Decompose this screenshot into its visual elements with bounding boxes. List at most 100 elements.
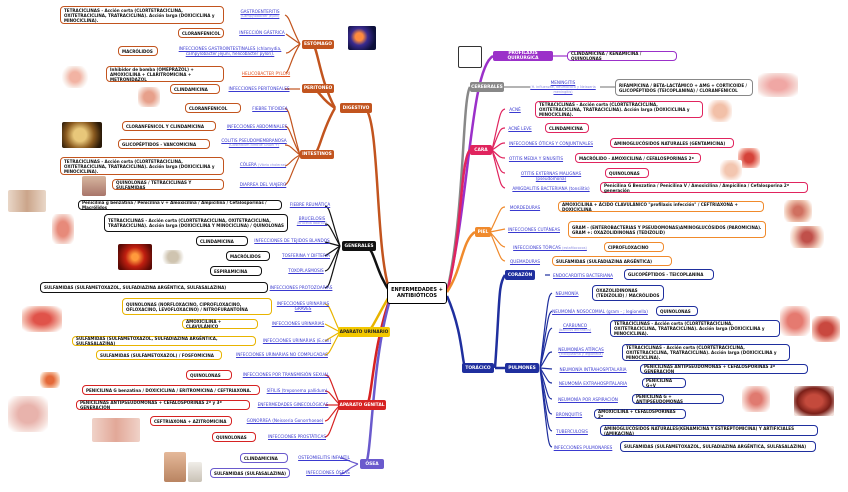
category-osea[interactable]: ÓSEA (360, 459, 384, 469)
category-cara[interactable]: CARA (470, 145, 492, 155)
disease-link[interactable]: INFECCIONES URINARIAS NO COMPLICADAS (236, 352, 328, 357)
category-toracico[interactable]: TORÁCICO (462, 363, 494, 373)
disease-link[interactable]: GASTROENTERITIS(Campylobacter jejuni) (230, 9, 290, 19)
disease-name[interactable]: INFECCIONES TÓPICAS (513, 245, 561, 250)
treatment-box[interactable]: QUINOLONAS / TETRACICLINAS Y SULFAMIDAS (112, 179, 224, 190)
disease-link[interactable]: BRUCELOSIS(Brucella abortus) (290, 216, 334, 226)
disease-link[interactable]: INFECCIONES ÓSEAS (306, 470, 350, 475)
treatment-box[interactable]: SULFAMIDAS (SULFAMETOXAZOL) / FOSFOMICIN… (96, 350, 222, 360)
treatment-box[interactable]: AMINOGLUCÓSIDOS NATURALES (GENTAMICINA) (610, 138, 734, 148)
disease-link[interactable]: INFECCIONES URINARIAS GRAVES (276, 301, 330, 311)
treatment-box[interactable]: TETRACICLINAS - Acción corta (CLORTETRAC… (60, 157, 224, 175)
disease-link[interactable]: TOXOPLASMOSIS (288, 268, 324, 273)
treatment-box[interactable]: SULFAMIDAS (SULFAMETOXAZOL, SULFADIAZINA… (72, 336, 256, 346)
disease-link[interactable]: NEUMONÍA POR ASPIRACIÓN (558, 397, 618, 402)
disease-link[interactable]: TUBERCULOSIS (556, 429, 588, 434)
treatment-box[interactable]: CLINDAMICINA (170, 84, 220, 94)
disease-link[interactable]: INFECCIONES DE TEJIDOS BLANDOS (254, 238, 330, 243)
disease-link[interactable]: NEUMONÍA INTRAHOSPITALARIA (559, 367, 627, 372)
treatment-box[interactable]: OXAZOLIDINONAS (TEDIZOLID) / MACRÓLIDOS (592, 285, 664, 301)
disease-link[interactable]: INFECCIONES URINARIAS (271, 321, 325, 326)
disease-link[interactable]: DIARREA DEL VIAJERO (239, 182, 287, 187)
treatment-box[interactable]: GRAM - (ENTEROBACTERIAS Y PSEUDOMONAS)AM… (568, 221, 766, 238)
disease-link[interactable]: SÍFILIS (treponema pallidum) (266, 388, 328, 393)
disease-name[interactable]: BRUCELOSIS (298, 216, 326, 221)
treatment-box[interactable]: QUINOLONAS (212, 432, 256, 442)
treatment-box[interactable]: SULFAMIDAS (SULFAMETOXAZOL, SULFADIAZINA… (620, 441, 816, 452)
treatment-box[interactable]: CEFTRIAXONA + AZITROMICINA (150, 416, 232, 426)
disease-link[interactable]: NEUMONÍA NOSOCOMIAL (gram - ; legionella… (552, 309, 648, 314)
treatment-box[interactable]: PENICILINA G benzatina / DOXICICLINA / E… (82, 385, 260, 395)
treatment-box[interactable]: Penicilina G Benzatina / Penicilina V / … (600, 182, 808, 193)
treatment-box[interactable]: GLICOPÉPTIDOS - TEICOPLANINA (624, 269, 714, 280)
treatment-box[interactable]: PENICILINAS ANTIPSEUDOMONAS + CEFALOSPOR… (640, 364, 808, 374)
disease-link[interactable]: OTITIS EXTERNAS MALIGNAS (pseudomona) (520, 171, 582, 181)
disease-link[interactable]: QUEMADURAS (509, 259, 541, 264)
treatment-box[interactable]: RIFAMPICINA / BETA-LACTÁMICO + AMG + COR… (615, 79, 753, 96)
treatment-box[interactable]: SULFAMIDAS (SULFASALAZINA) (210, 468, 290, 478)
disease-link[interactable]: INFECCIONES PROTOZOARIAS (269, 285, 333, 290)
disease-name[interactable]: GASTROENTERITIS (240, 9, 280, 14)
treatment-box[interactable]: PENICILINA G + ANTIPSEUDOMONAS (632, 394, 724, 404)
category-generales[interactable]: GENERALES (342, 241, 376, 251)
treatment-box[interactable]: GLICOPÉPTIDOS - VANCOMICINA (118, 139, 210, 149)
disease-name[interactable]: MENINGITIS (550, 80, 576, 85)
category-aparato-genital[interactable]: APARATO GENITAL (338, 400, 386, 410)
disease-link[interactable]: MORDEDURAS (509, 205, 541, 210)
category-peritoneo[interactable]: PERITONEO (302, 84, 334, 93)
treatment-box[interactable]: AMOXICILINA + ÁCIDO CLAVULÁNICO "profila… (558, 201, 764, 212)
disease-link[interactable]: INFECCIONES TÓPICAS (estafilococos) (505, 245, 595, 251)
disease-name[interactable]: CÓLERA (239, 162, 257, 167)
treatment-box[interactable]: SULFAMIDAS (SULFAMETOXAZOL, SULFADIAZINA… (40, 282, 268, 293)
category-profilaxis[interactable]: PROFILAXIS QUIRÚRGICA (493, 51, 553, 61)
treatment-box[interactable]: TETRACICLINAS - Acción corta (CLORTETRAC… (60, 6, 224, 24)
treatment-box[interactable]: CLINDAMICINA (196, 236, 248, 246)
disease-link[interactable]: ACNÉ LEVE (508, 126, 532, 131)
root-node[interactable]: ENFERMEDADES + ANTIBIÓTICOS (387, 282, 447, 304)
disease-link[interactable]: OSTEOMIELITIS INFANTIL (298, 455, 350, 460)
disease-link[interactable]: INFECCIONES ÓTICAS Y CONJUNTIVALES (509, 141, 593, 146)
disease-link[interactable]: AMIGDALITIS BACTERIANA (tonsilitis) (512, 186, 590, 191)
category-aparato-urinario[interactable]: APARATO URINARIO (338, 327, 390, 337)
treatment-box[interactable]: QUINOLONAS (186, 370, 232, 380)
treatment-box[interactable]: CIPROFLOXACINO (604, 242, 664, 252)
disease-link[interactable]: ENFERMEDADES GINECOLÓGICAS (257, 402, 329, 407)
disease-link[interactable]: NEUMONÍAS ATÍPICAS(Micoplasma y legionel… (552, 347, 610, 357)
disease-link[interactable]: MENINGITIS(H. influenzae, Neumococo y Ne… (530, 80, 596, 95)
disease-link[interactable]: INFECCIONES CUTÁNEAS (508, 227, 560, 232)
disease-link[interactable]: BRONQUITIS (555, 412, 583, 417)
treatment-box[interactable]: AMOXICILINA + CLAVULÁNICO (182, 319, 258, 329)
treatment-box[interactable]: TETRACICLINAS - Acción corta (CLORTETRAC… (104, 214, 288, 232)
disease-link[interactable]: INFECCIONES PERITONEALES (228, 86, 290, 91)
category-cerebrales[interactable]: CEREBRALES (470, 82, 504, 92)
disease-name[interactable]: CARBUNCO (563, 323, 587, 328)
treatment-box[interactable]: TETRACICLINAS - Acción corta (CLORTETRAC… (622, 344, 790, 361)
category-corazon[interactable]: CORAZÓN (505, 270, 535, 280)
disease-name[interactable]: NEUMONÍAS ATÍPICAS (558, 347, 604, 352)
treatment-box[interactable]: CLINDAMICINA (545, 123, 589, 133)
disease-link[interactable]: FIEBRE REUMÁTICA (289, 202, 331, 207)
category-intestinos[interactable]: INTESTINOS (300, 150, 334, 159)
disease-link[interactable]: INFECCIONES PULMONARES (553, 445, 613, 450)
treatment-box[interactable]: AMOXICILINA + CEFALOSPORINAS 2ª (594, 409, 686, 419)
treatment-box[interactable]: Inhibidor de bomba (OMEPRAZOL) + AMOXICI… (106, 66, 224, 82)
treatment-box[interactable]: CLORANFENICOL Y CLINDAMICINA (122, 121, 216, 131)
treatment-box[interactable]: MACRÓLIDOS (226, 251, 270, 261)
treatment-box[interactable]: Penicilina g benzatina / Penicilina v + … (78, 200, 282, 210)
disease-link[interactable]: INFECCIONES GASTROINTESTINALES (chlamydi… (178, 46, 282, 56)
treatment-box[interactable]: MACRÓLIDOS (118, 46, 158, 56)
treatment-box[interactable]: CLINDAMICINA (240, 453, 288, 463)
treatment-box[interactable]: QUINOLONAS (605, 168, 649, 178)
treatment-box[interactable]: TETRACICLINAS - Acción corta (CLORTETRAC… (610, 320, 780, 337)
treatment-box[interactable]: QUINOLONAS (NORFLOXACINO, CIPROFLOXACINO… (122, 298, 272, 315)
disease-link[interactable]: INFECCIÓN GÁSTRICA (239, 30, 285, 35)
disease-link[interactable]: INFECCIONES ABDOMINALES (226, 124, 288, 129)
treatment-box[interactable]: ESPIRAMICINA (210, 266, 262, 276)
category-piel[interactable]: PIEL (475, 227, 491, 237)
disease-link[interactable]: CARBUNCO(bacillus anthracis) (552, 323, 598, 333)
disease-link[interactable]: GONORREA (Neisseria Gonorrhoeae) (246, 418, 324, 423)
disease-link[interactable]: INFECCIONES PROSTÁTICAS (268, 434, 326, 439)
treatment-box[interactable]: PENICILINA G+V (642, 378, 686, 388)
disease-link[interactable]: HELICOBACTER PYLORI (241, 71, 291, 76)
disease-link[interactable]: CÓLERA (Vibrio cholerae) (232, 162, 294, 168)
